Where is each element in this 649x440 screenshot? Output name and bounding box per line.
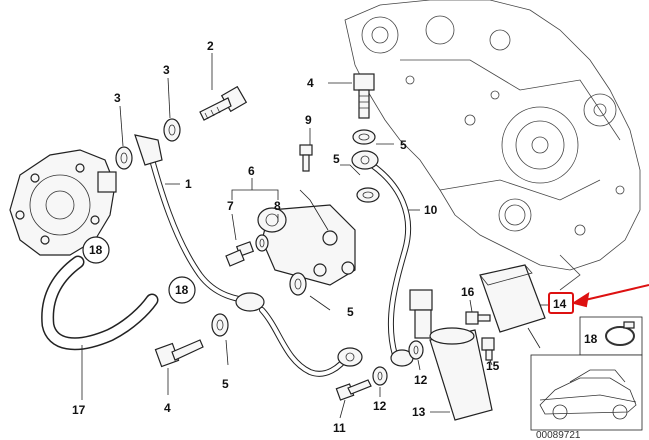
label-12-left: 12: [373, 399, 387, 413]
bolt-15: [481, 337, 495, 361]
svg-text:18: 18: [175, 283, 189, 297]
label-16: 16: [461, 285, 475, 299]
label-5-bottom: 5: [222, 377, 229, 391]
banjo-bolt-11: [335, 379, 372, 401]
pressure-hose-1: [134, 134, 265, 312]
pressure-hose-lower: [259, 307, 363, 377]
distribution-block: [257, 204, 356, 286]
reference-code: 00089721: [536, 430, 581, 440]
bolt-9: [299, 144, 313, 172]
return-hose-17: [41, 255, 159, 351]
label-18-inset: 18: [584, 332, 598, 346]
label-18-circle-mid: 18: [168, 276, 196, 304]
banjo-bolt-2: [199, 85, 248, 121]
label-18-circle-top: 18: [82, 236, 110, 264]
engine-timing-cover: [344, 0, 641, 291]
label-9: 9: [305, 113, 312, 127]
label-3-top: 3: [163, 63, 170, 77]
banjo-bolt-4-top: [353, 73, 375, 119]
label-11: 11: [333, 421, 346, 435]
part-labels: 1 2 3 3 4 4 5 5 5 5 6 7 8 9 10 11 12 12 …: [72, 39, 500, 435]
label-8: 8: [274, 199, 281, 213]
label-4-bottom: 4: [164, 401, 171, 415]
inset-car: [530, 354, 643, 431]
control-module-14: [479, 264, 546, 349]
label-1: 1: [185, 177, 192, 191]
label-7: 7: [227, 199, 234, 213]
sealing-washers: [115, 118, 424, 386]
label-2: 2: [207, 39, 214, 53]
inset-clamp: 18: [579, 316, 643, 356]
label-12-right: 12: [414, 373, 428, 387]
leader-lines: [81, 53, 548, 419]
label-5-right: 5: [347, 305, 354, 319]
bolt-16: [465, 311, 491, 325]
svg-text:14: 14: [553, 297, 567, 311]
sensor-13: [409, 289, 493, 421]
label-14-highlight: 14: [548, 292, 574, 314]
label-10: 10: [424, 203, 438, 217]
label-13: 13: [412, 405, 426, 419]
bolt-4-bottom: [154, 339, 204, 368]
power-steering-pump: [9, 149, 117, 256]
label-4-top: 4: [307, 76, 314, 90]
label-5-mid: 5: [333, 152, 340, 166]
label-5-top: 5: [400, 138, 407, 152]
pressure-hose-10: [351, 150, 414, 367]
highlight-arrow: [571, 284, 649, 308]
pressure-switch-7: [225, 241, 255, 267]
label-6: 6: [248, 164, 255, 178]
label-17: 17: [72, 403, 86, 417]
label-15: 15: [486, 359, 500, 373]
svg-text:18: 18: [89, 243, 103, 257]
label-3-left: 3: [114, 91, 121, 105]
